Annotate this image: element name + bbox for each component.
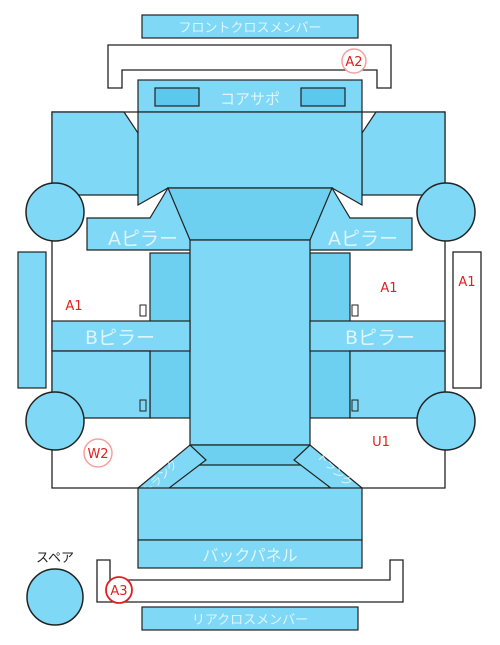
- damage-mark-a3[interactable]: A3: [105, 576, 133, 604]
- front-cross-member[interactable]: フロントクロスメンバー: [141, 14, 359, 39]
- back-panel[interactable]: バックパネル: [137, 487, 363, 569]
- svg-text:A1: A1: [458, 275, 475, 290]
- front-fender-right[interactable]: [361, 111, 446, 196]
- spare-label: スペア: [36, 551, 74, 566]
- core-support-label: コアサポ: [220, 90, 280, 108]
- marker-right-upper: [351, 304, 359, 317]
- rocker-left[interactable]: [17, 251, 47, 389]
- damage-mark-a1-right[interactable]: A1: [380, 281, 397, 296]
- wheel-rear-right[interactable]: [416, 391, 476, 451]
- damage-mark-a2[interactable]: A2: [341, 48, 367, 74]
- rear-cross-member-label: リアクロスメンバー: [192, 613, 308, 628]
- headlight-left: [154, 87, 200, 107]
- b-pillar-right[interactable]: Bピラー: [309, 320, 446, 352]
- front-cross-member-label: フロントクロスメンバー: [178, 21, 321, 36]
- headlight-right: [300, 87, 346, 107]
- a-pillar-left-label: Aピラー: [108, 228, 178, 250]
- front-fender-left[interactable]: [51, 111, 139, 196]
- marker-left-upper: [139, 304, 147, 317]
- core-support[interactable]: コアサポ: [137, 79, 363, 113]
- roof[interactable]: [189, 239, 311, 446]
- svg-text:A1: A1: [65, 299, 82, 314]
- svg-text:A1: A1: [380, 281, 397, 296]
- a-pillar-right-label: Aピラー: [328, 228, 398, 250]
- svg-text:A3: A3: [110, 584, 127, 599]
- svg-text:U1: U1: [372, 435, 390, 450]
- damage-mark-a1-left[interactable]: A1: [65, 299, 82, 314]
- back-panel-label: バックパネル: [202, 546, 297, 565]
- rocker-right[interactable]: [452, 251, 482, 389]
- damage-mark-w2[interactable]: W2: [83, 438, 113, 468]
- rear-cross-member[interactable]: リアクロスメンバー: [141, 606, 359, 631]
- b-pillar-left[interactable]: Bピラー: [51, 320, 191, 352]
- b-pillar-right-label: Bピラー: [345, 327, 415, 349]
- damage-mark-a1-rocker[interactable]: A1: [458, 275, 475, 290]
- wheel-rear-left[interactable]: [25, 391, 85, 451]
- marker-right-lower: [351, 399, 359, 412]
- marker-left-lower: [139, 399, 147, 412]
- windshield[interactable]: [167, 187, 333, 241]
- rear-bumper-outline[interactable]: [96, 559, 404, 603]
- damage-mark-u1[interactable]: U1: [372, 435, 390, 450]
- svg-text:W2: W2: [87, 447, 108, 462]
- b-pillar-left-label: Bピラー: [85, 327, 155, 349]
- spare-tire[interactable]: スペア: [26, 551, 84, 626]
- svg-text:A2: A2: [345, 55, 362, 70]
- front-bumper-outline[interactable]: [107, 44, 392, 89]
- wheel-front-left[interactable]: [25, 182, 85, 242]
- wheel-front-right[interactable]: [416, 182, 476, 242]
